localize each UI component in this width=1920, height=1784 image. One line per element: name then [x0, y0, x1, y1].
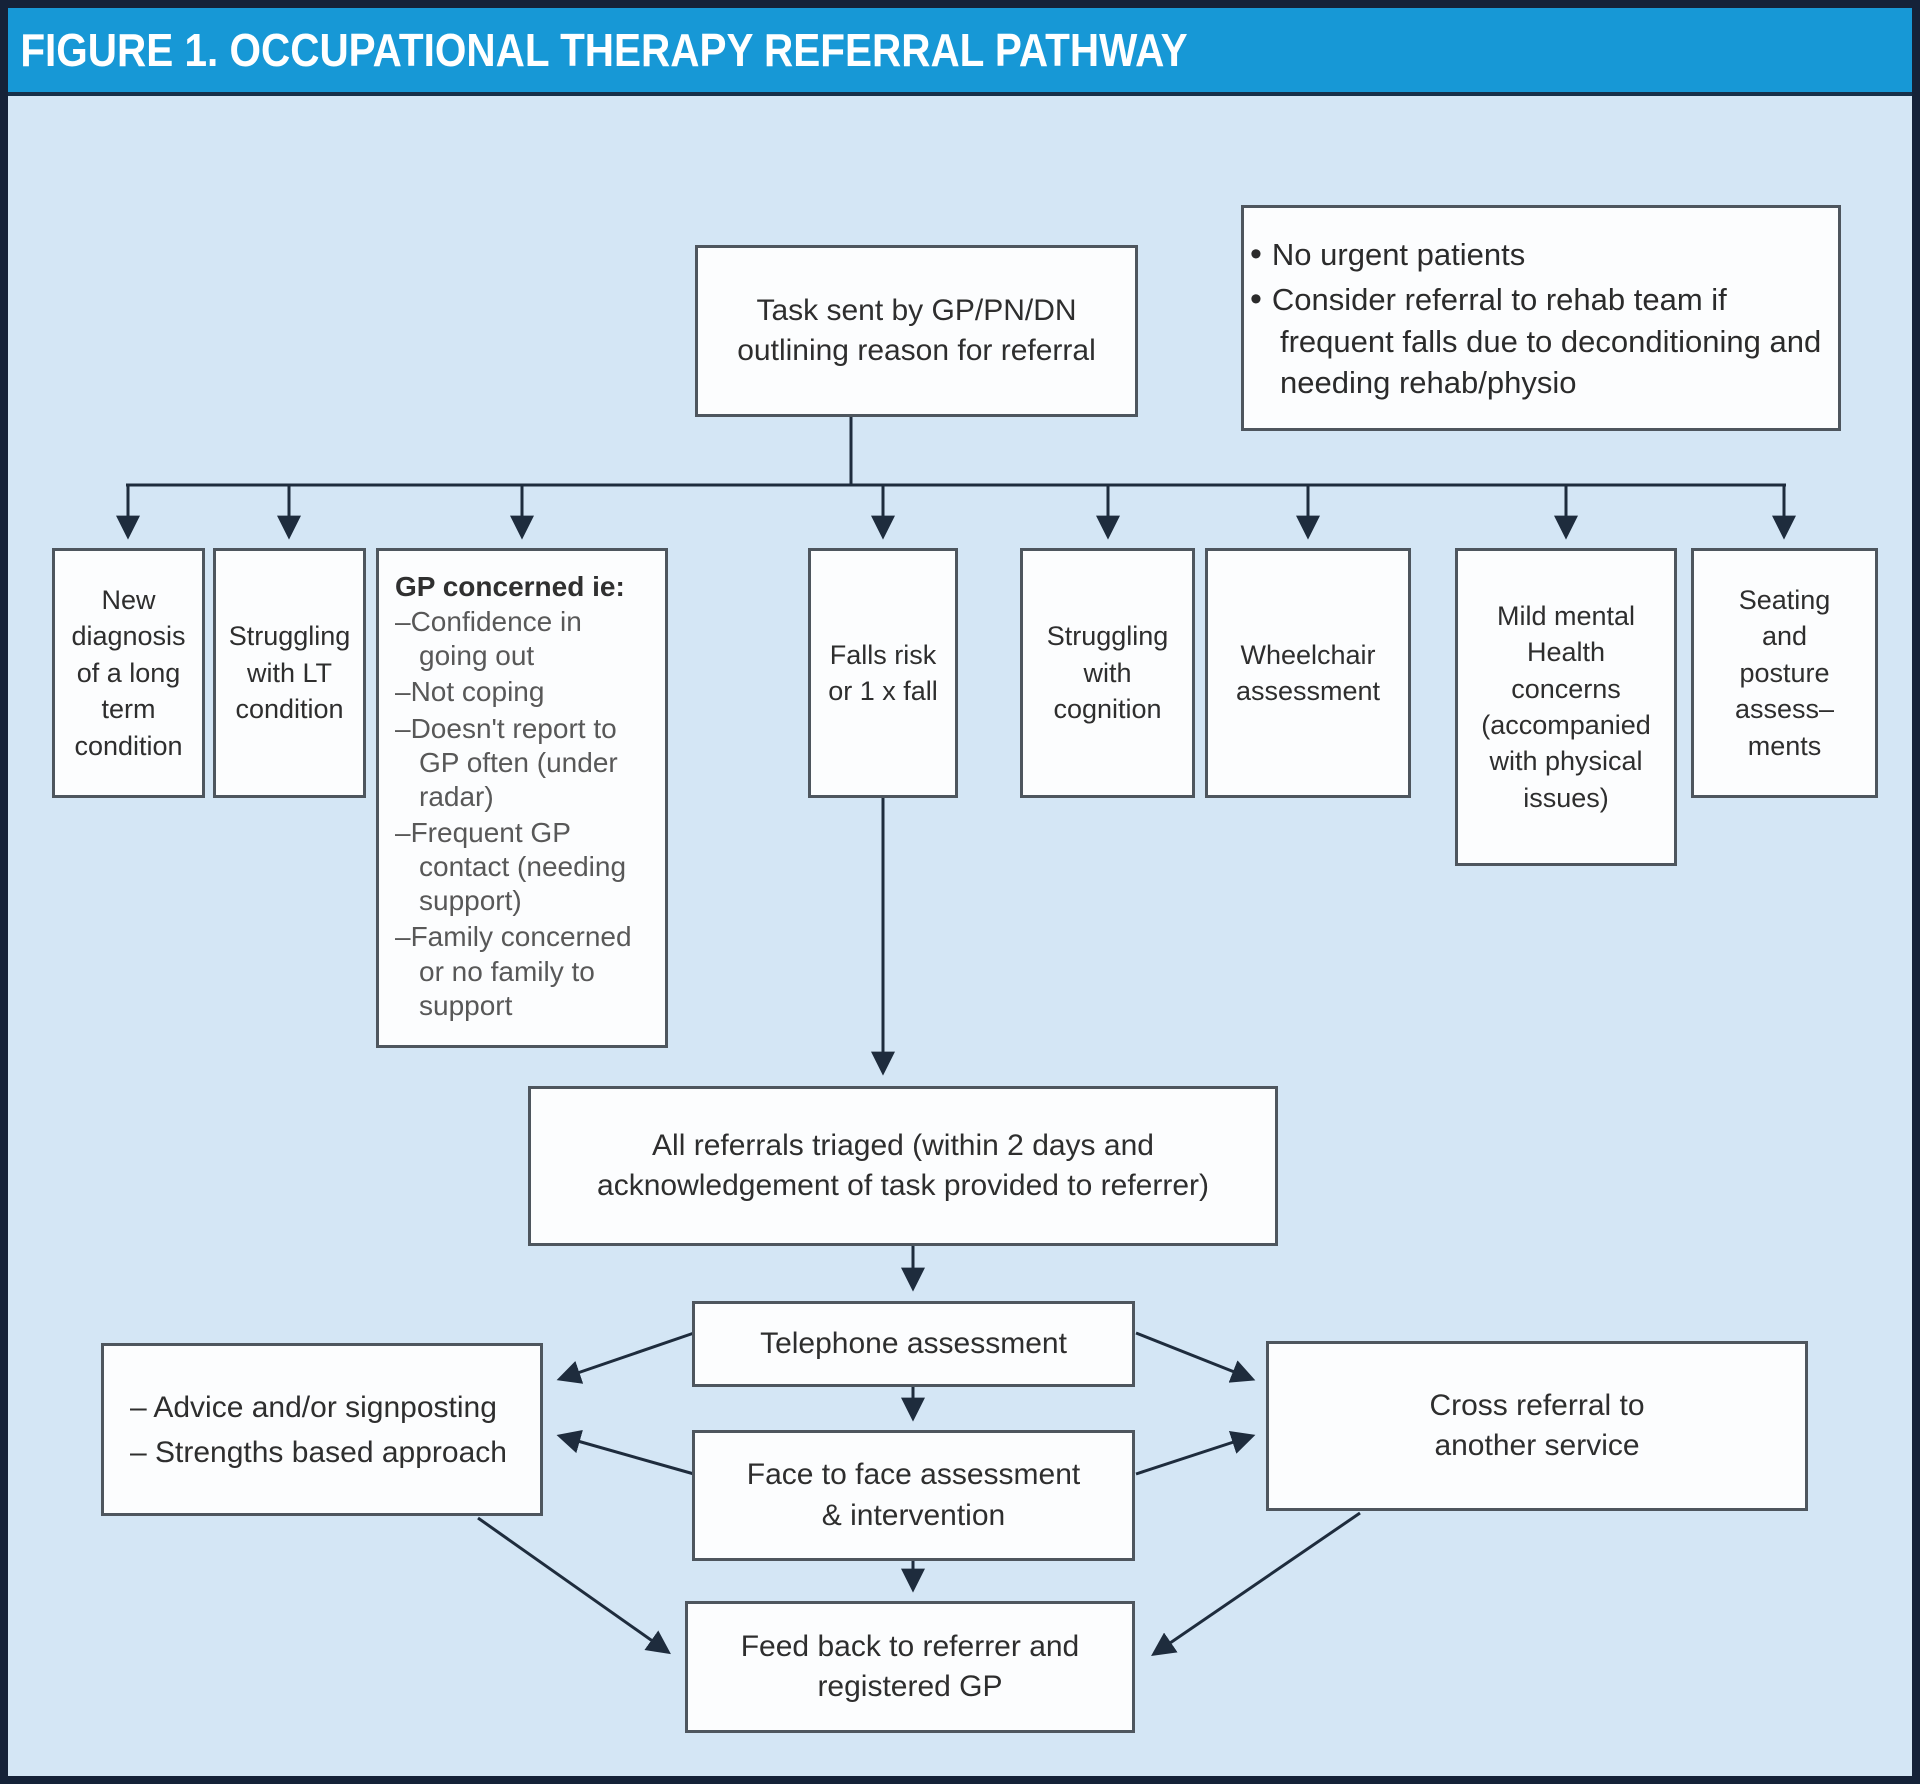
reason-gp-concerned-box: GP concerned ie: –Confidence in going ou…: [376, 548, 668, 1048]
gp-concern-item: –Confidence in going out: [395, 606, 582, 672]
note-item: No urgent patients: [1250, 232, 1828, 277]
advice-list: – Advice and/or signposting – Strengths …: [130, 1385, 507, 1475]
reason-new-diagnosis-box: New diagnosis of a long term condition: [52, 548, 205, 798]
cross-referral-box: Cross referral to another service: [1266, 1341, 1808, 1511]
reason-falls-risk-box: Falls risk or 1 x fall: [808, 548, 958, 798]
gp-concern-item: –Family concerned or no family to suppor…: [395, 921, 632, 1021]
gp-concern-item: –Doesn't report to GP often (under radar…: [395, 712, 618, 812]
advice-item: – Strengths based approach: [130, 1435, 507, 1469]
feedback-box: Feed back to referrer and registered GP: [685, 1601, 1135, 1733]
figure-title: FIGURE 1. OCCUPATIONAL THERAPY REFERRAL …: [20, 24, 1188, 76]
reason-seating-posture-box: Seating and posture assess– ments: [1691, 548, 1878, 798]
note-item: Consider referral to rehab team if frequ…: [1250, 277, 1828, 404]
task-sent-box: Task sent by GP/PN/DN outlining reason f…: [695, 245, 1138, 417]
note-box: No urgent patients Consider referral to …: [1241, 205, 1841, 431]
reason-struggling-lt-box: Struggling with LT condition: [213, 548, 366, 798]
gp-concerned-list: –Confidence in going out –Not coping –Do…: [395, 605, 651, 1023]
gp-concerned-title: GP concerned ie:: [395, 571, 625, 603]
flow-connectors: [116, 417, 1796, 1657]
telephone-assessment-box: Telephone assessment: [692, 1301, 1135, 1387]
triage-box: All referrals triaged (within 2 days and…: [528, 1086, 1278, 1246]
figure-header: FIGURE 1. OCCUPATIONAL THERAPY REFERRAL …: [8, 8, 1912, 96]
reason-struggling-cognition-box: Struggling with cognition: [1020, 548, 1195, 798]
reason-wheelchair-box: Wheelchair assessment: [1205, 548, 1411, 798]
advice-item: – Advice and/or signposting: [130, 1390, 497, 1424]
gp-concern-item: –Not coping: [395, 676, 545, 708]
advice-signposting-box: – Advice and/or signposting – Strengths …: [101, 1343, 543, 1516]
note-list: No urgent patients Consider referral to …: [1244, 232, 1838, 404]
face-to-face-box: Face to face assessment & intervention: [692, 1430, 1135, 1561]
gp-concern-item: –Frequent GP contact (needing support): [395, 817, 627, 917]
reason-mild-mental-health-box: Mild mental Health concerns (accompanied…: [1455, 548, 1677, 866]
